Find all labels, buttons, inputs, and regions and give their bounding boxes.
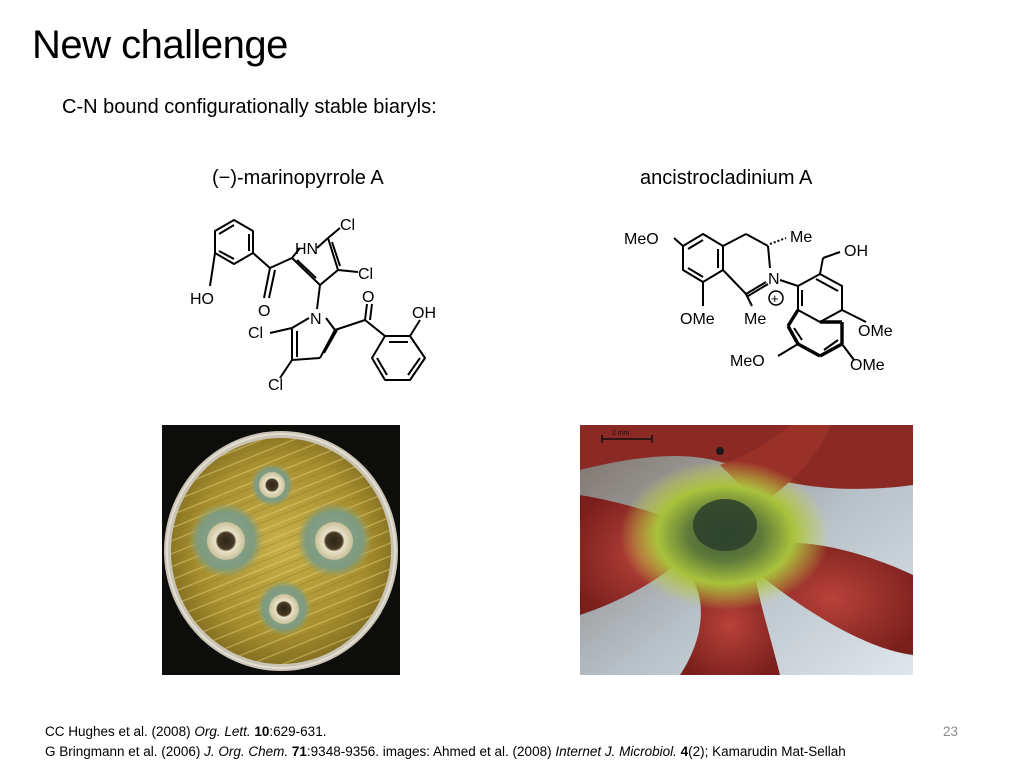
scale-bar-label: 2 mm	[612, 430, 630, 437]
atom-label: N	[310, 311, 322, 328]
atom-label: OMe	[680, 311, 715, 328]
atom-label: HO	[190, 291, 214, 308]
ancistrocladinium-structure: MeO Me OH N + OMe Me OMe MeO OMe	[624, 229, 893, 374]
ref-volume: 4	[680, 744, 689, 759]
ref-pages: :629-631.	[269, 724, 327, 739]
atom-label: Cl	[358, 266, 373, 283]
ref-authors: G Bringmann et al. (2006)	[45, 744, 205, 759]
atom-label: MeO	[730, 353, 765, 370]
atom-label: Cl	[248, 325, 263, 342]
slide-title: New challenge	[32, 23, 288, 67]
atom-label: Cl	[340, 217, 355, 234]
reference-line: CC Hughes et al. (2008) Org. Lett. 10:62…	[45, 722, 846, 742]
page-number: 23	[943, 724, 959, 739]
atom-label: Me	[790, 229, 812, 246]
atom-label: O	[258, 303, 270, 320]
petri-dish-photo	[162, 425, 400, 675]
atom-label: N	[768, 271, 780, 288]
atom-label: Me	[744, 311, 766, 328]
marinopyrrole-structure: HN Cl Cl O HO N O OH Cl Cl	[190, 217, 436, 394]
ref-authors: CC Hughes et al. (2008)	[45, 724, 195, 739]
atom-label: O	[362, 289, 374, 306]
atom-label: OH	[412, 305, 436, 322]
atom-label: HN	[295, 241, 318, 258]
compound-caption-ancistrocladinium: ancistrocladinium A	[640, 167, 813, 189]
flower-photo: 2 mm	[580, 425, 913, 675]
slide-subtitle: C-N bound configurationally stable biary…	[62, 96, 437, 118]
atom-label: OH	[844, 243, 868, 260]
ref-volume: 71	[291, 744, 307, 759]
ref-tail: (2); Kamarudin Mat-Sellah	[688, 744, 846, 759]
references: CC Hughes et al. (2008) Org. Lett. 10:62…	[45, 722, 846, 762]
compound-caption-marinopyrrole: (−)-marinopyrrole A	[212, 167, 384, 189]
atom-label: Cl	[268, 377, 283, 394]
atom-label: OMe	[850, 357, 885, 374]
ref-journal: Internet J. Microbiol.	[555, 744, 677, 759]
ref-volume: 10	[254, 724, 270, 739]
ref-journal: Org. Lett.	[194, 724, 251, 739]
ref-pages: :9348-9356. images: Ahmed et al. (2008)	[306, 744, 556, 759]
charge-label: +	[771, 291, 779, 306]
atom-label: MeO	[624, 231, 659, 248]
reference-line: G Bringmann et al. (2006) J. Org. Chem. …	[45, 742, 846, 762]
ref-journal: J. Org. Chem.	[204, 744, 289, 759]
atom-label: OMe	[858, 323, 893, 340]
